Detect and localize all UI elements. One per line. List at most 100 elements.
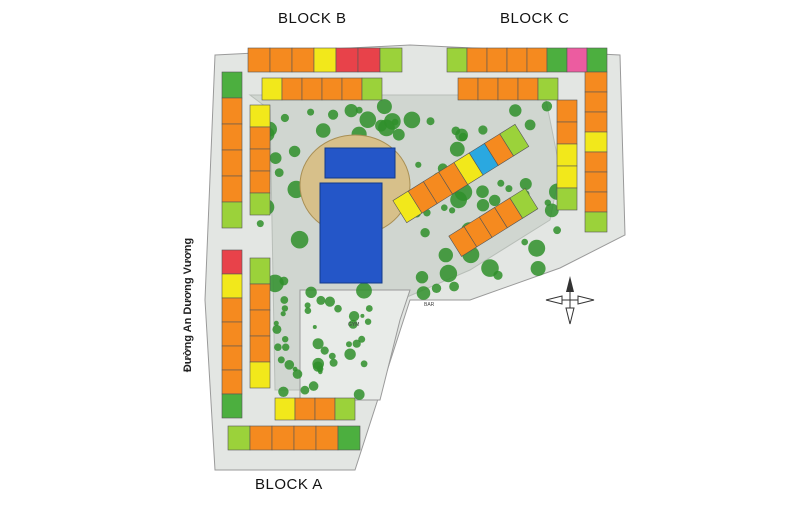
apartment-unit	[249, 126, 271, 150]
apartment-unit	[584, 71, 608, 93]
apartment-unit	[221, 249, 243, 275]
tree	[476, 185, 489, 198]
apartment-unit	[221, 97, 243, 125]
tree	[415, 161, 422, 168]
tree	[438, 247, 453, 263]
apartment-unit	[361, 77, 383, 101]
tree	[431, 283, 442, 293]
tree	[329, 358, 338, 367]
tree	[344, 104, 358, 118]
apartment-unit	[294, 397, 316, 421]
apartment-unit	[221, 123, 243, 151]
tree	[530, 261, 546, 276]
tree	[346, 341, 352, 348]
block-a-label: BLOCK A	[255, 476, 323, 493]
apartment-unit	[584, 131, 608, 153]
tree	[356, 282, 372, 299]
tree	[364, 318, 372, 325]
tree	[292, 369, 303, 379]
apartment-unit	[379, 47, 403, 73]
apartment-unit	[506, 47, 528, 73]
tree	[353, 389, 365, 400]
tree	[553, 226, 561, 235]
tree	[359, 111, 377, 128]
apartment-unit	[566, 47, 588, 73]
tree	[358, 335, 366, 343]
tree	[308, 381, 319, 391]
block-c-diagonal-row-2	[448, 187, 539, 257]
tree	[312, 338, 324, 350]
tree	[269, 152, 282, 165]
block-c-diagonal-row	[392, 123, 530, 224]
apartment-unit	[313, 47, 337, 73]
tree	[292, 366, 298, 372]
tree	[274, 343, 282, 352]
tree	[274, 168, 284, 178]
tree	[505, 185, 513, 193]
tree	[273, 320, 279, 326]
tree	[392, 128, 405, 141]
apartment-unit	[291, 47, 315, 73]
tree	[284, 360, 295, 370]
block-c-label: BLOCK C	[500, 10, 570, 27]
block-b-left-column	[221, 71, 243, 229]
tree	[352, 339, 361, 348]
tree	[288, 145, 301, 158]
block-c-top-row	[446, 47, 608, 73]
tree	[451, 126, 461, 136]
apartment-unit	[526, 47, 548, 73]
apartment-unit	[315, 425, 339, 451]
block-c-second-row	[457, 77, 559, 101]
tree	[315, 123, 331, 138]
block-a-left-column	[221, 249, 243, 419]
tree	[344, 348, 356, 360]
apartment-unit	[556, 99, 578, 123]
gym-label: GYM	[348, 322, 359, 328]
tree	[541, 101, 553, 112]
apartment-unit	[337, 425, 361, 451]
apartment-unit	[556, 187, 578, 211]
tree	[256, 220, 264, 228]
tree	[478, 125, 488, 135]
apartment-unit	[556, 143, 578, 167]
apartment-unit	[314, 397, 336, 421]
apartment-unit	[293, 425, 317, 451]
pool-upper	[324, 147, 396, 179]
apartment-unit	[247, 47, 271, 73]
apartment-unit	[249, 361, 271, 389]
apartment-unit	[249, 104, 271, 128]
apartment-unit	[466, 47, 488, 73]
tree	[449, 141, 465, 157]
tree	[280, 311, 286, 317]
tree	[544, 199, 551, 206]
tree	[365, 305, 373, 312]
apartment-unit	[249, 192, 271, 216]
tree	[426, 117, 435, 126]
tree	[415, 271, 429, 284]
apartment-unit	[249, 170, 271, 194]
tree	[277, 356, 285, 364]
apartment-unit	[509, 187, 539, 219]
apartment-unit	[221, 345, 243, 371]
tree	[384, 113, 401, 130]
street-label: Đường An Dương Vương	[182, 237, 194, 373]
apartment-unit	[261, 77, 283, 101]
tree	[280, 113, 289, 123]
block-c-inner-column	[556, 99, 578, 211]
tree	[360, 313, 365, 318]
apartment-unit	[517, 77, 539, 101]
tree	[312, 361, 323, 372]
apartment-unit	[249, 257, 271, 285]
apartment-unit	[584, 111, 608, 133]
tree	[489, 194, 501, 207]
tree	[439, 264, 458, 283]
tree	[360, 360, 368, 368]
block-b-top-row	[247, 47, 403, 73]
apartment-unit	[249, 335, 271, 363]
block-b-inner-column	[249, 104, 271, 216]
apartment-unit	[249, 148, 271, 172]
apartment-unit	[499, 123, 530, 157]
tree	[524, 119, 536, 131]
tree	[320, 346, 329, 355]
tree	[376, 99, 392, 115]
